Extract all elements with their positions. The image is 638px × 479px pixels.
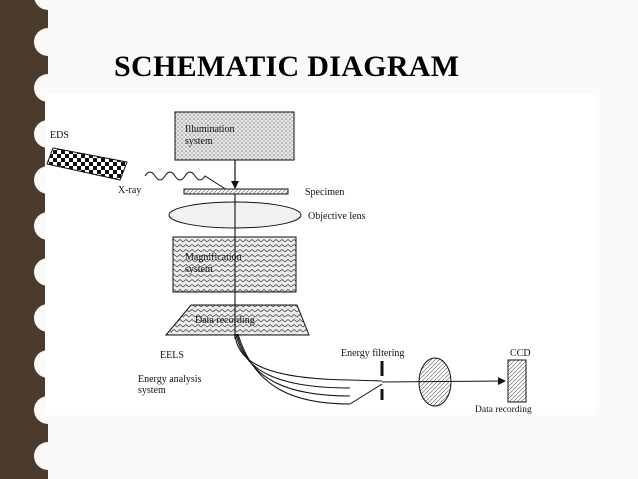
objective-lens: Objective lens bbox=[168, 201, 366, 229]
specimen: Specimen bbox=[183, 187, 344, 198]
schematic-diagram: Illumination system EDS X-ray Specimen O… bbox=[45, 94, 596, 415]
energy-filter: Energy filtering bbox=[341, 348, 452, 407]
ccd-label: CCD bbox=[510, 348, 531, 359]
ccd-arrow bbox=[381, 377, 506, 386]
magnification-label-line2: system bbox=[185, 264, 213, 275]
energy-analysis-label-line2: system bbox=[138, 385, 166, 396]
eds-detector: EDS bbox=[46, 130, 128, 181]
energy-analysis-label-line1: Energy analysis bbox=[138, 374, 202, 385]
eds-label: EDS bbox=[50, 130, 69, 141]
illumination-label-line2: system bbox=[185, 136, 213, 147]
illumination-label-line1: Illumination bbox=[185, 124, 234, 135]
data-recording-trapezoid-label: Data recording bbox=[195, 315, 255, 326]
illumination-system-box: Illumination system bbox=[174, 111, 295, 161]
data-recording-trapezoid: Data recording bbox=[164, 304, 310, 336]
magnification-label-line1: Magnification bbox=[185, 252, 242, 263]
x-ray-signal: X-ray bbox=[118, 171, 228, 196]
specimen-label: Specimen bbox=[305, 187, 344, 198]
eels-label: EELS bbox=[160, 350, 184, 361]
decorative-sidebar bbox=[0, 0, 48, 479]
x-ray-label: X-ray bbox=[118, 185, 141, 196]
ccd-detector: CCD Data recording bbox=[475, 348, 532, 415]
slide-title: SCHEMATIC DIAGRAM bbox=[114, 50, 460, 83]
eels-beams bbox=[234, 333, 351, 405]
energy-filtering-label: Energy filtering bbox=[341, 348, 404, 359]
ccd-data-recording-label: Data recording bbox=[475, 405, 532, 415]
objective-lens-label: Objective lens bbox=[308, 211, 366, 222]
